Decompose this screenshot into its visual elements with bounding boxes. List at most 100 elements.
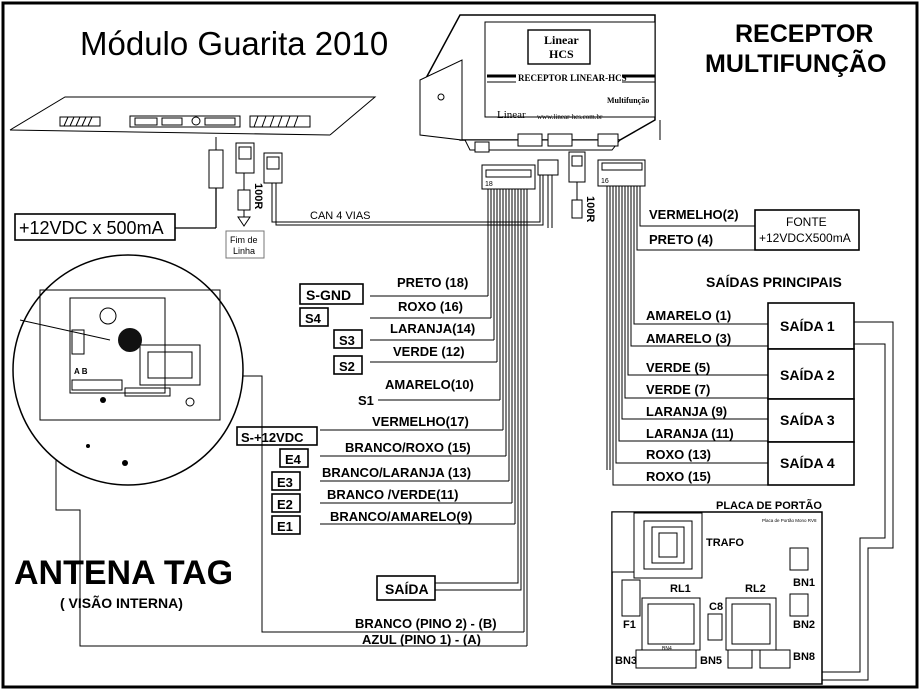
fonte-box <box>754 209 860 251</box>
resistor-label-left: 100R <box>252 183 264 209</box>
wire-label: ROXO (16) <box>398 299 463 314</box>
tag-e3: E3 <box>277 475 293 490</box>
tag-e1: E1 <box>277 519 293 534</box>
receiver-device <box>419 14 661 153</box>
guarita-module <box>9 96 377 136</box>
tag-s-gnd: S-GND <box>306 287 351 303</box>
output-label-1: SAÍDA 1 <box>780 318 835 334</box>
gate-label-f1: F1 <box>623 619 636 631</box>
wire-label: ROXO (15) <box>646 469 711 484</box>
can-cable <box>271 175 553 228</box>
gate-label-bn5: BN5 <box>700 655 722 667</box>
left-harness <box>320 189 528 646</box>
wire-label: BRANCO/ROXO (15) <box>345 440 471 455</box>
gate-label-bn3: BN3 <box>615 655 637 667</box>
wire-label: LARANJA (9) <box>646 404 727 419</box>
tag-s3: S3 <box>339 333 355 348</box>
down-arrow-icon <box>237 216 251 227</box>
power-label-box <box>14 213 176 241</box>
tag-s-12vdc: S-+12VDC <box>241 430 304 445</box>
gate-label-bn2: BN2 <box>793 619 815 631</box>
gate-label-bn4: BN4 <box>662 646 672 652</box>
bus-wire-b: BRANCO (PINO 2) - (B) <box>355 616 497 631</box>
gate-label-trafo: TRAFO <box>706 537 744 549</box>
receiver-title-line2: MULTIFUNÇÃO <box>705 48 886 78</box>
wire-label: BRANCO/AMARELO(9) <box>330 509 472 524</box>
terminator-box <box>225 230 265 259</box>
wire-label: ROXO (13) <box>646 447 711 462</box>
receiver-band: RECEPTOR LINEAR-HCS <box>518 73 627 83</box>
wire-label: PRETO (18) <box>397 275 468 290</box>
page-title: Módulo Guarita 2010 <box>80 25 388 62</box>
wire-label: BRANCO/LARANJA (13) <box>322 465 471 480</box>
fonte-title: FONTE <box>786 215 827 229</box>
tag-e4: E4 <box>285 452 302 467</box>
gate-board <box>611 511 823 685</box>
antenna-subtitle: ( VISÃO INTERNA) <box>60 594 183 611</box>
saida-box <box>376 575 436 601</box>
resistor-label-right: 100R <box>584 196 596 222</box>
terminator-label-2: Linha <box>233 246 255 256</box>
connector-small <box>537 159 559 176</box>
wire-label: BRANCO /VERDE(11) <box>327 487 458 502</box>
wire-label: VERDE (5) <box>646 360 710 375</box>
output-label-4: SAÍDA 4 <box>780 455 835 471</box>
antenna-internal-view <box>12 254 244 486</box>
wire-label: VERDE (12) <box>393 344 465 359</box>
tag-e2: E2 <box>277 497 293 512</box>
gate-label-rl2: RL2 <box>745 583 766 595</box>
fonte-spec: +12VDCX500mA <box>759 231 851 245</box>
connector-18pin <box>481 164 536 190</box>
bus-wire-a: AZUL (PINO 1) - (A) <box>362 632 481 647</box>
tag-s1: S1 <box>358 393 374 408</box>
resistor-icon <box>237 189 251 211</box>
output-box-4 <box>767 441 855 486</box>
wire-label: VERDE (7) <box>646 382 710 397</box>
output-box-1 <box>767 302 855 350</box>
tag-s4: S4 <box>305 311 322 326</box>
tag-s2: S2 <box>339 359 355 374</box>
left-tags: S-GND S4 S3 S2 S1 S-+12VDC E4 E3 E2 E1 <box>236 283 374 535</box>
pin-count-left: 18 <box>485 181 493 188</box>
receiver-sub: Multifunção <box>607 96 649 105</box>
wire-label: LARANJA (11) <box>646 426 734 441</box>
wire-label: VERMELHO(17) <box>372 414 469 429</box>
receiver-title-line1: RECEPTOR <box>735 20 873 48</box>
left-wire-labels: PRETO (18) ROXO (16) LARANJA(14) VERDE (… <box>322 275 475 524</box>
right-harness <box>606 186 768 486</box>
fonte-wire-red: VERMELHO(2) <box>649 207 739 222</box>
right-connector-icon <box>568 151 586 219</box>
can-label: CAN 4 VIAS <box>310 210 371 222</box>
wire-label: LARANJA(14) <box>390 321 475 336</box>
output-wire-labels: AMARELO (1) AMARELO (3) VERDE (5) VERDE … <box>646 308 734 484</box>
wire-label: AMARELO(10) <box>385 377 474 392</box>
main-outputs-title: SAÍDAS PRINCIPAIS <box>706 274 842 290</box>
can-connector-icon <box>235 142 283 217</box>
pin-count-right: 16 <box>601 178 609 185</box>
wire-label: AMARELO (1) <box>646 308 731 323</box>
gate-board-tiny: Placa de Portão Mono RV8 <box>762 518 817 523</box>
antenna-ab-label: A B <box>74 367 88 376</box>
output-label-3: SAÍDA 3 <box>780 412 835 428</box>
gate-label-bn1: BN1 <box>793 577 815 589</box>
gate-label-rl1: RL1 <box>670 583 691 595</box>
output-box-3 <box>767 398 855 443</box>
receiver-maker: Linear <box>497 109 526 121</box>
power-label: +12VDC x 500mA <box>19 218 164 238</box>
antenna-title: ANTENA TAG <box>14 554 233 592</box>
gate-label-bn8: BN8 <box>793 651 815 663</box>
receiver-brand-2: HCS <box>549 47 574 61</box>
terminator-label-1: Fim de <box>230 235 258 245</box>
receiver-brand-1: Linear <box>544 33 579 47</box>
output-boxes: SAÍDA 1 SAÍDA 2 SAÍDA 3 SAÍDA 4 <box>767 302 855 486</box>
output-label-2: SAÍDA 2 <box>780 367 835 383</box>
fonte-wire-black: PRETO (4) <box>649 232 713 247</box>
wire-label: AMARELO (3) <box>646 331 731 346</box>
power-jack-icon <box>175 137 224 229</box>
saida-label: SAÍDA <box>385 581 429 597</box>
gate-label-c8: C8 <box>709 601 723 613</box>
gate-board-title: PLACA DE PORTÃO <box>716 499 822 512</box>
